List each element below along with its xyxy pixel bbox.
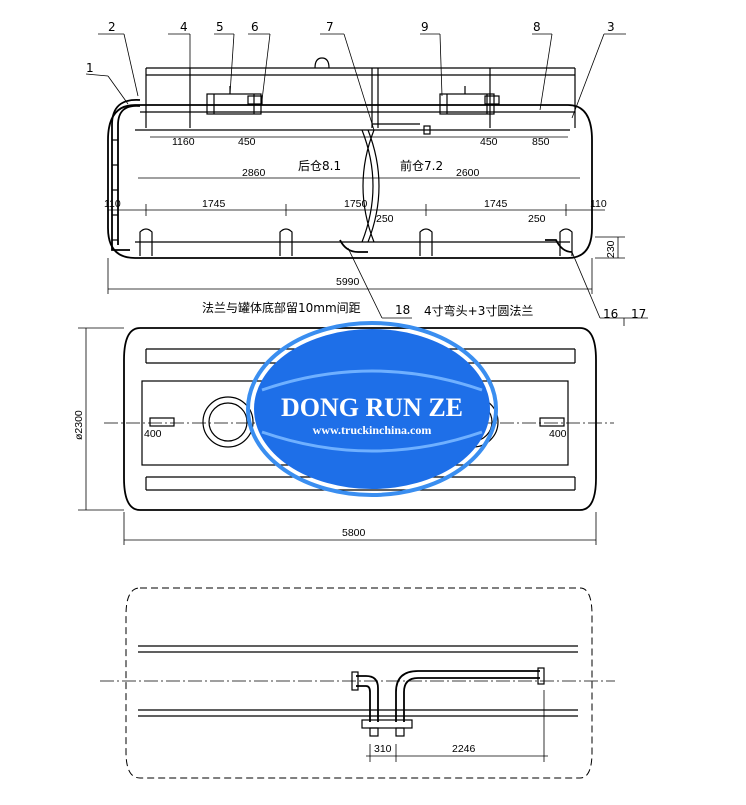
leaders xyxy=(85,33,648,326)
part-label-18: 18 xyxy=(395,303,410,317)
dim-1745-left: 1745 xyxy=(202,198,226,210)
dim-230: 230 xyxy=(605,240,617,258)
dim-diameter: ø2300 xyxy=(73,410,85,440)
dim-250-right: 250 xyxy=(528,213,546,225)
part-label-17: 17 xyxy=(631,307,646,321)
partition xyxy=(361,123,431,243)
bottom-view xyxy=(100,587,615,779)
part-label-7: 7 xyxy=(326,20,334,34)
dim-400-right: 400 xyxy=(549,428,567,440)
dim-450-rear: 450 xyxy=(238,136,256,148)
front-manhole xyxy=(439,86,500,115)
part-label-1: 1 xyxy=(86,61,94,75)
top-railing xyxy=(140,57,576,128)
dim-5800: 5800 xyxy=(342,527,366,539)
bottom-tank-outline xyxy=(125,587,593,779)
saddles xyxy=(139,228,573,256)
dim-400-left: 400 xyxy=(144,428,162,440)
part-label-5: 5 xyxy=(216,20,224,34)
compartment-rear: 后仓8.1 xyxy=(298,159,341,173)
rear-ladder xyxy=(111,99,141,251)
dim-850: 850 xyxy=(532,136,550,148)
compartment-front: 前仓7.2 xyxy=(400,158,443,173)
note-flange-gap: 法兰与罐体底部留10mm间距 xyxy=(202,300,361,315)
dim-5990: 5990 xyxy=(336,276,360,288)
part-label-16: 16 xyxy=(603,307,618,321)
watermark-ellipse xyxy=(254,329,490,489)
discharge-piping xyxy=(351,667,545,737)
rear-manhole-top xyxy=(202,396,254,448)
dim-250-mid: 250 xyxy=(376,213,394,225)
part-label-2: 2 xyxy=(108,20,116,34)
watermark-title: DONG RUN ZE xyxy=(281,393,463,422)
dim-110-right: 110 xyxy=(590,198,607,210)
dim-2600: 2600 xyxy=(456,167,480,179)
side-view xyxy=(85,33,648,326)
side-dimensions xyxy=(107,136,625,294)
dim-310: 310 xyxy=(374,743,392,755)
dim-2246: 2246 xyxy=(452,743,476,755)
watermark-logo xyxy=(246,321,498,497)
dim-110-left: 110 xyxy=(104,198,121,210)
dim-450-front: 450 xyxy=(480,136,498,148)
part-label-8: 8 xyxy=(533,20,541,34)
dim-1745-right: 1745 xyxy=(484,198,508,210)
dim-1160: 1160 xyxy=(172,136,195,148)
front-outlet xyxy=(545,239,573,253)
side-tank-outline xyxy=(107,104,593,259)
part-label-9: 9 xyxy=(421,20,429,34)
part-label-4: 4 xyxy=(180,20,188,34)
part-label-3: 3 xyxy=(607,20,615,34)
dim-2860: 2860 xyxy=(242,167,266,179)
note-elbow: 4寸弯头+3寸圆法兰 xyxy=(424,303,533,318)
dim-1750: 1750 xyxy=(344,198,368,210)
part-label-6: 6 xyxy=(251,20,259,34)
watermark-url: www.truckinchina.com xyxy=(313,423,432,437)
rear-manhole xyxy=(206,86,263,115)
top-tank-outline xyxy=(123,327,597,511)
